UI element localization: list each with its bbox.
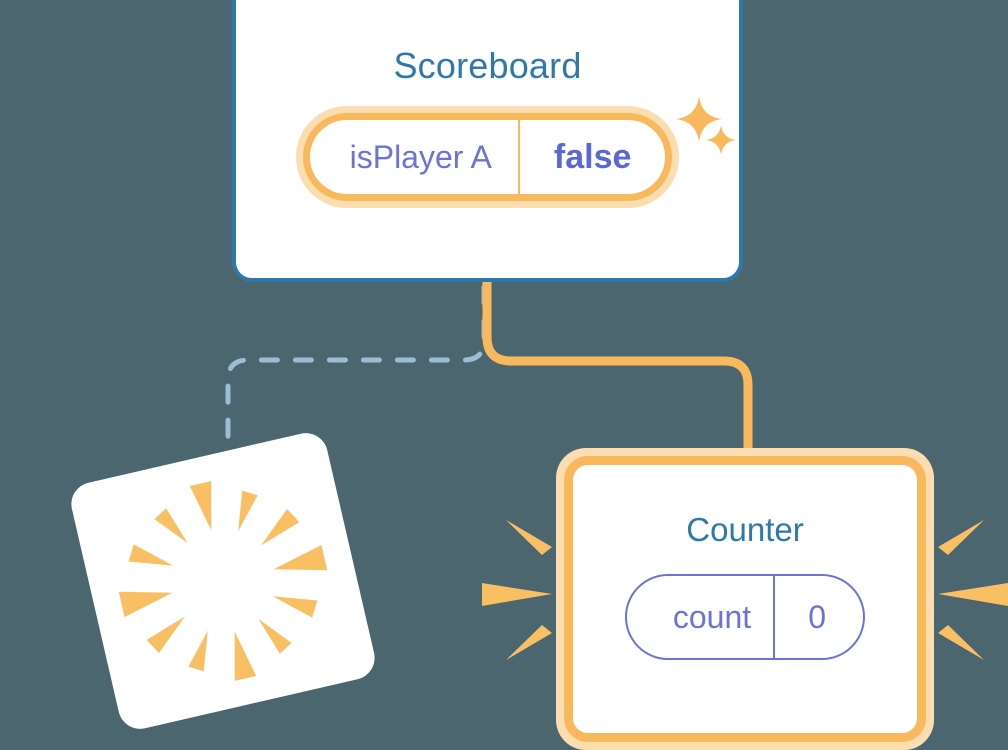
counter-state-key: count [672,598,752,635]
sparkle-large-icon [676,96,722,142]
ray [938,625,984,660]
scoreboard-state-key: isPlayer A [349,138,492,175]
scoreboard-state-value: false [553,137,632,176]
scoreboard-state-pill[interactable]: isPlayer A false [302,113,673,201]
burst-rays-blank-card [118,481,328,681]
ray [506,520,552,555]
ray [938,583,1008,606]
burst-rays-counter-right [938,520,1008,660]
burst-rays-counter-left [482,520,552,660]
scoreboard-state-pill-highlight: isPlayer A false [295,106,680,208]
ray [482,583,552,606]
counter-state-value: 0 [808,598,827,635]
counter-pill-divider [773,576,776,658]
card-scoreboard[interactable]: Scoreboard isPlayer A false [232,0,743,282]
ray [938,520,984,555]
counter-state-pill[interactable]: count 0 [624,574,866,660]
card-blank-rotated[interactable] [67,428,379,734]
counter-card-body: Counter count 0 [564,456,926,742]
card-counter[interactable]: Counter count 0 [556,448,934,750]
sparkle-small-icon [706,125,736,155]
scoreboard-title: Scoreboard [393,45,582,86]
scoreboard-pill-divider [517,120,520,194]
connector-solid-scoreboard-to-counter [482,282,753,470]
ray [506,625,552,660]
counter-title: Counter [686,511,804,548]
